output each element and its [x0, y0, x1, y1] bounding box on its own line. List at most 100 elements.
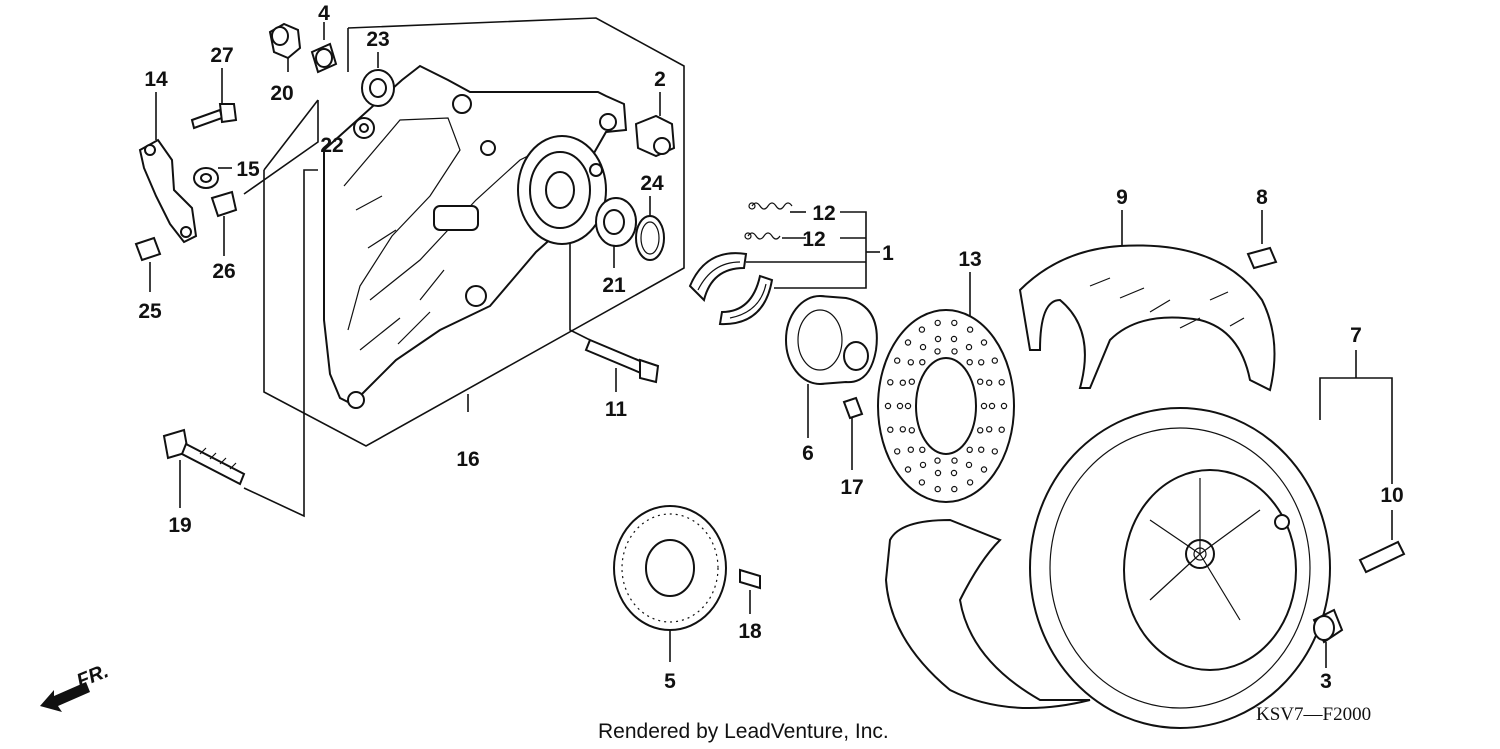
part-21-bearing: [595, 197, 637, 268]
part-17-bolt: [842, 396, 864, 470]
part-3-collar: [1312, 608, 1344, 668]
callout-1: 1: [882, 242, 894, 265]
disc-hole: [977, 427, 984, 434]
disc-hole: [998, 426, 1005, 433]
part-9-tire: [1018, 210, 1276, 392]
callout-10: 10: [1380, 484, 1403, 507]
disc-hole: [991, 357, 999, 364]
disc-hole: [980, 466, 988, 473]
callout-21: 21: [602, 274, 626, 297]
part-20-nut: [268, 22, 302, 72]
part-10-valve: [1358, 510, 1406, 574]
callout-17: 17: [840, 476, 863, 499]
callout-24: 24: [640, 172, 664, 195]
disc-hole: [919, 343, 927, 351]
callout-22: 22: [320, 134, 343, 157]
disc-hole: [991, 448, 999, 455]
disc-hole: [934, 457, 941, 464]
part-22-nut: [353, 117, 375, 139]
part-6-brake-drum: [785, 295, 878, 438]
disc-hole: [904, 466, 912, 473]
disc-hole: [966, 479, 974, 486]
part-23-bearing: [361, 52, 395, 107]
callout-19: 19: [168, 514, 191, 537]
part-15-clamp: [193, 167, 232, 189]
disc-hole: [951, 348, 958, 355]
part-4-collar: [310, 22, 338, 74]
disc-hole: [896, 402, 904, 410]
callout-20: 20: [270, 82, 293, 105]
part-1-brake-shoes: [688, 211, 880, 326]
part-5-sensor-ring: [613, 505, 727, 662]
callout-18: 18: [738, 620, 762, 643]
disc-hole: [934, 319, 941, 327]
callout-23: 23: [366, 28, 389, 51]
part-8-clip: [1246, 210, 1278, 270]
part-11-axle: [569, 244, 660, 392]
callout-11: 11: [605, 398, 628, 421]
disc-hole: [918, 326, 926, 333]
disc-hole: [934, 485, 941, 493]
part-12-spring-lower: [744, 232, 806, 240]
disc-hole: [934, 335, 942, 343]
disc-hole: [951, 319, 958, 327]
swingarm: [323, 64, 628, 409]
callout-26: 26: [212, 260, 235, 283]
part-12-spring-upper: [748, 202, 806, 213]
callout-8: 8: [1256, 186, 1268, 209]
callout-3: 3: [1320, 670, 1332, 693]
part-14-bracket: [138, 92, 198, 244]
disc-hole: [966, 359, 973, 366]
part-18-screw: [739, 568, 761, 614]
disc-hole: [887, 426, 894, 433]
front-direction-label: FR.: [74, 660, 112, 692]
part-25-collar: [134, 236, 162, 292]
disc-hole: [986, 379, 993, 386]
disc-hole: [951, 457, 958, 464]
disc-hole: [919, 446, 926, 453]
disc-hole: [919, 461, 927, 469]
disc-hole: [998, 379, 1005, 386]
callout-2: 2: [654, 68, 666, 91]
disc-hole: [965, 343, 973, 351]
disc-hole: [899, 379, 907, 386]
disc-hole: [951, 485, 958, 493]
disc-hole: [899, 426, 907, 433]
disc-hole: [965, 461, 973, 469]
disc-hole: [977, 378, 984, 385]
disc-hole: [934, 348, 941, 355]
part-27-bolt: [190, 68, 238, 130]
disc-hole: [934, 469, 942, 477]
disc-hole: [908, 427, 916, 434]
disc-hole: [1000, 402, 1008, 410]
callout-14: 14: [144, 68, 168, 91]
disc-hole: [966, 446, 973, 453]
callout-12-upper: 12: [812, 202, 835, 225]
part-2-bushing: [634, 92, 676, 158]
disc-hole: [978, 359, 985, 366]
disc-hole: [918, 479, 926, 486]
disc-hole: [904, 402, 912, 410]
part-19-bolt: [162, 169, 318, 518]
leader-15-group: [243, 100, 319, 195]
disc-hole: [908, 378, 916, 385]
callout-5: 5: [664, 670, 676, 693]
disc-hole: [887, 379, 894, 386]
disc-hole: [980, 402, 988, 410]
callout-7: 7: [1350, 324, 1362, 347]
disc-hole: [907, 446, 915, 453]
part-7-rear-wheel: [1029, 350, 1393, 729]
callout-12-lower: 12: [802, 228, 825, 251]
disc-hole: [919, 359, 926, 366]
part-24-circlip: [635, 196, 665, 261]
part-26-collar: [210, 190, 238, 256]
disc-hole: [894, 448, 901, 455]
diagram-code: KSV7—F2000: [1256, 704, 1371, 725]
callout-4: 4: [318, 2, 330, 25]
callout-13: 13: [958, 248, 981, 271]
disc-hole: [988, 402, 996, 410]
callout-6: 6: [802, 442, 814, 465]
tire-lower-section: [884, 518, 1091, 709]
disc-hole: [978, 446, 985, 453]
